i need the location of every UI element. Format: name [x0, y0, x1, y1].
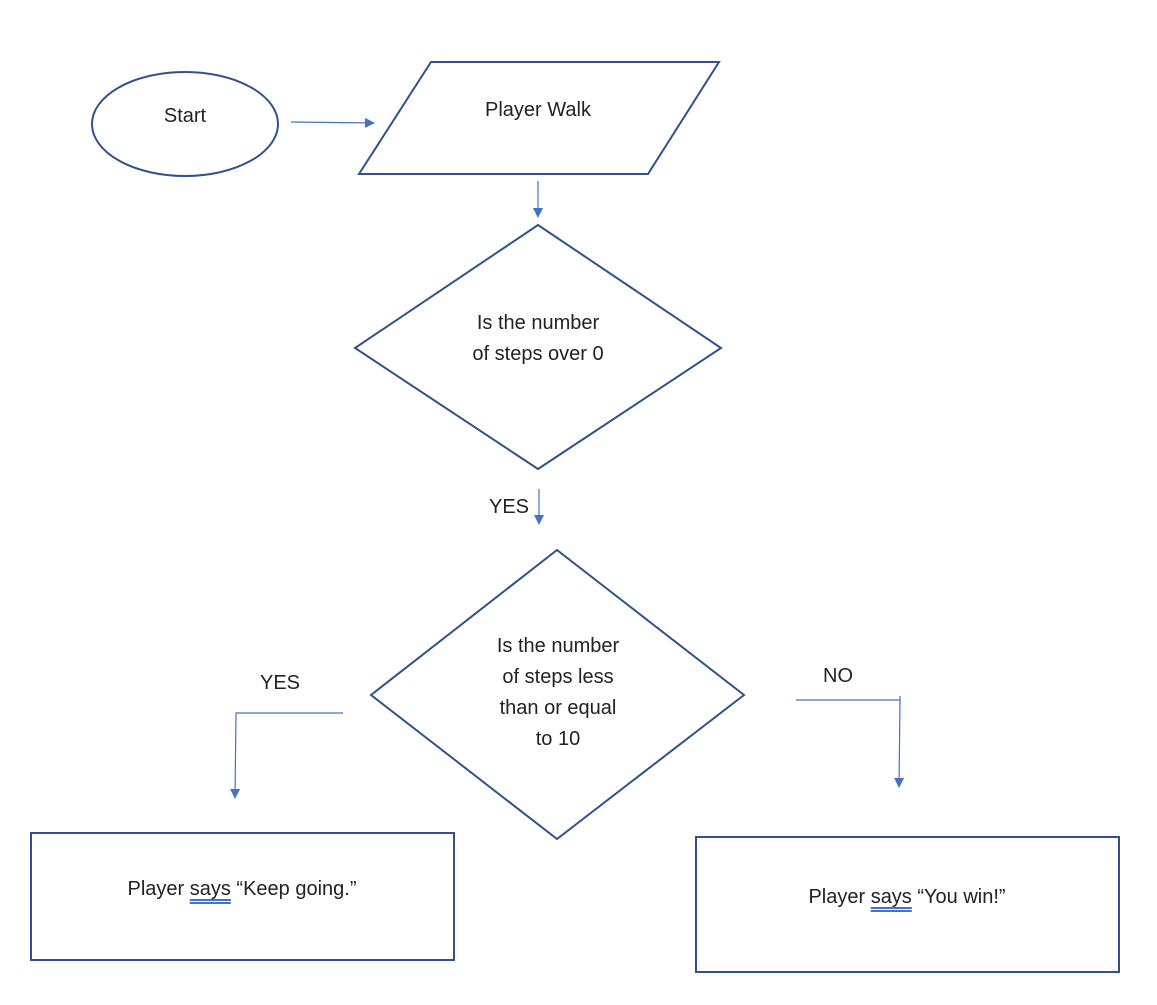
decision2-line1: Is the number: [496, 635, 620, 657]
keep-going-verb: says: [189, 878, 231, 900]
player-walk-label: Player Walk: [485, 99, 591, 121]
keep-going-label: Player says “Keep going.”: [92, 874, 392, 905]
decision1-label: Is the number of steps over 0: [428, 308, 648, 370]
decision2-line3: than or equal: [499, 697, 617, 719]
decision2-diamond: [369, 548, 746, 841]
keep-going-box: [30, 832, 455, 961]
decision2-label: Is the number of steps less than or equa…: [448, 631, 668, 755]
keep-going-prefix: Player: [127, 878, 190, 900]
you-win-quote: “You win!”: [911, 886, 1006, 908]
decision2-no-connector: [796, 699, 905, 788]
you-win-box: [695, 836, 1120, 973]
decision2-line2: of steps less: [502, 666, 614, 688]
start-ellipse: [91, 71, 279, 177]
decision1-yes-label: YES: [488, 496, 530, 518]
decision2-line4: to 10: [535, 728, 581, 750]
decision1-line1: Is the number: [476, 312, 600, 334]
decision1-line2: of steps over 0: [472, 343, 604, 365]
decision2-no-label: NO: [823, 665, 853, 687]
you-win-verb: says: [870, 886, 912, 908]
decision2-yes-connector: [230, 712, 343, 799]
you-win-label: Player says “You win!”: [757, 882, 1057, 913]
start-label: Start: [163, 105, 207, 127]
decision2-yes-label: YES: [259, 672, 301, 694]
you-win-prefix: Player: [808, 886, 871, 908]
keep-going-quote: “Keep going.”: [230, 878, 357, 900]
decision1-diamond: [353, 223, 723, 471]
player-walk-parallelogram: [357, 61, 721, 175]
start-to-walk-arrow: [290, 117, 375, 128]
